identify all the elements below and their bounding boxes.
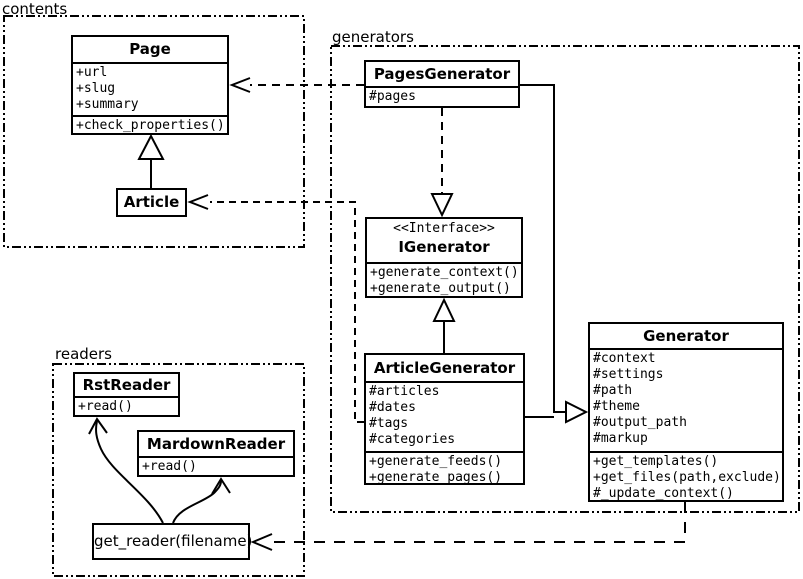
class-page-title: Page: [129, 40, 171, 58]
generalization-articlegenerator-igenerator: [432, 297, 456, 353]
class-igenerator-header: <<Interface>> IGenerator: [367, 219, 521, 262]
class-generator-methods: +get_templates() +get_files(path,exclude…: [590, 451, 782, 506]
realization-pagesgenerator-igenerator: [430, 108, 454, 218]
class-page-attributes: +url +slug +summary: [73, 62, 227, 115]
class-page: Page +url +slug +summary +check_properti…: [71, 35, 229, 135]
generalization-generators-generator: [520, 84, 589, 424]
class-articlegenerator-title: ArticleGenerator: [373, 359, 516, 377]
class-mardownreader: MardownReader +read(): [137, 430, 295, 477]
class-igenerator-methods: +generate_context() +generate_output(): [367, 262, 521, 299]
class-pagesgenerator-title: PagesGenerator: [373, 65, 511, 83]
function-get-reader: get_reader(filename): [92, 523, 253, 560]
class-articlegenerator-attributes: #articles #dates #tags #categories: [366, 381, 523, 451]
generalization-article-page: [137, 133, 165, 188]
package-border-readers: [52, 363, 305, 577]
package-label-readers: readers: [55, 345, 112, 363]
class-rstreader-title: RstReader: [82, 376, 171, 394]
class-article: Article: [116, 188, 187, 217]
class-rstreader: RstReader +read(): [73, 372, 180, 417]
package-border-contents: [3, 15, 305, 248]
class-article-title: Article: [123, 193, 180, 211]
package-label-generators: generators: [332, 28, 414, 46]
class-generator-attributes: #context #settings #path #theme #output_…: [590, 348, 782, 451]
package-label-contents: contents: [2, 0, 68, 18]
class-generator: Generator #context #settings #path #them…: [588, 322, 784, 502]
class-mardownreader-title: MardownReader: [146, 435, 286, 453]
class-articlegenerator: ArticleGenerator #articles #dates #tags …: [364, 353, 525, 485]
package-border-generators: [330, 45, 800, 513]
class-articlegenerator-methods: +generate_feeds() +generate_pages(): [366, 451, 523, 489]
dependency-generator-getreader: [250, 502, 686, 551]
class-igenerator-title: IGenerator: [398, 238, 490, 256]
class-mardownreader-methods: +read(): [139, 456, 293, 478]
dependency-articlegenerator-article: [187, 194, 364, 423]
class-page-methods: +check_properties(): [73, 115, 227, 139]
dependency-pagesgenerator-page: [229, 77, 364, 93]
class-igenerator: <<Interface>> IGenerator +generate_conte…: [365, 217, 523, 298]
class-generator-title: Generator: [643, 327, 729, 345]
class-pagesgenerator-attributes: #pages: [366, 86, 518, 109]
class-rstreader-methods: +read(): [75, 396, 178, 418]
class-igenerator-stereotype: <<Interface>>: [393, 221, 495, 236]
arrow-getreader-mardownreader: [172, 477, 231, 524]
function-get-reader-label: get_reader(filename): [94, 532, 253, 550]
arrow-getreader-rstreader: [88, 417, 164, 524]
class-pagesgenerator: PagesGenerator #pages: [364, 60, 520, 108]
